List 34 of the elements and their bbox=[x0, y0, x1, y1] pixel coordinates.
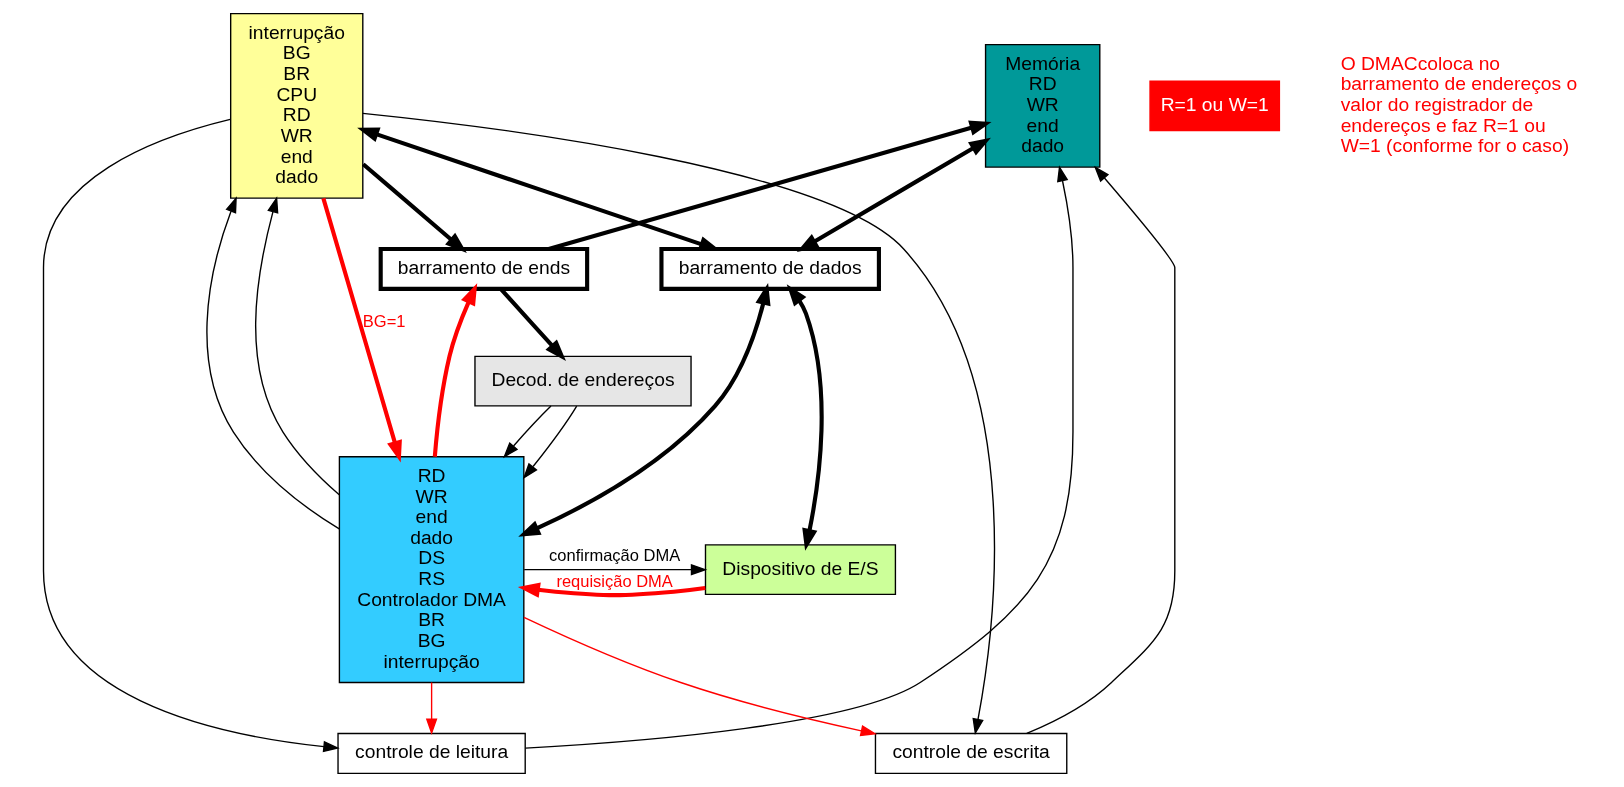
node-box: interrupção BG BR CPU RD WR end dado bbox=[229, 12, 363, 199]
arrow bbox=[205, 196, 340, 530]
arrow bbox=[517, 282, 771, 537]
arrow bbox=[786, 284, 824, 551]
arrow bbox=[523, 563, 707, 576]
label: R=1 ou W=1 bbox=[1160, 93, 1269, 115]
arrow bbox=[502, 405, 552, 459]
node-box: Dispositivo de E/S bbox=[704, 544, 896, 596]
node-box: Memória RD WR end dado bbox=[984, 43, 1100, 168]
node-box: Decod. de endereços bbox=[473, 355, 692, 407]
label: O DMACcoloca no barramento de endereços o valor do registrador de endereços e faz R=1 ou W=1 (conforme for o caso) bbox=[1340, 52, 1577, 157]
edge-label: confirmação DMA bbox=[548, 545, 680, 564]
node-box: controle de escrita bbox=[874, 732, 1067, 775]
arrow bbox=[522, 616, 877, 737]
arrow bbox=[42, 118, 340, 753]
arrow bbox=[361, 112, 995, 736]
arrow bbox=[425, 681, 437, 736]
arrow bbox=[320, 197, 402, 463]
arrow bbox=[1025, 165, 1175, 735]
arrow bbox=[522, 405, 577, 480]
arrow bbox=[361, 162, 467, 253]
edge-label: BG=1 bbox=[362, 311, 405, 330]
node-box: barramento de ends bbox=[378, 246, 589, 291]
arrow bbox=[517, 582, 706, 598]
arrow bbox=[499, 288, 566, 361]
edge-label: requisição DMA bbox=[555, 572, 673, 590]
node-box: barramento de dados bbox=[658, 246, 881, 291]
arrow bbox=[432, 283, 477, 457]
arrow bbox=[524, 165, 1074, 749]
arrow bbox=[796, 137, 991, 252]
arrow bbox=[254, 196, 340, 496]
node-box: controle de leitura bbox=[336, 732, 526, 775]
arrow bbox=[547, 120, 991, 251]
node-box: RD WR end dado DS RS Controlador DMA BR BG interrupção bbox=[338, 456, 525, 684]
